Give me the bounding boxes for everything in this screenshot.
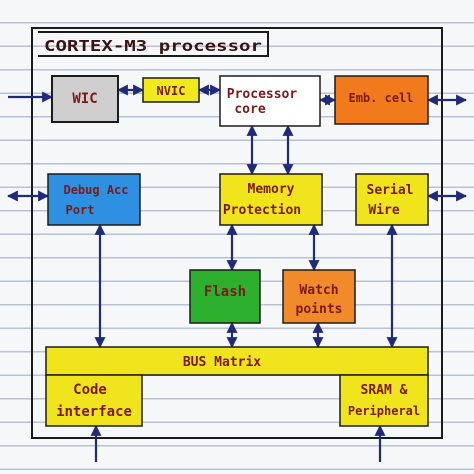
- svg-text:points: points: [296, 302, 343, 317]
- svg-text:Debug Acc: Debug Acc: [63, 183, 128, 197]
- block-bus-matrix: BUS Matrix: [45, 346, 429, 376]
- svg-text:BUS Matrix: BUS Matrix: [183, 355, 261, 370]
- block-serial-wire: Serial Wire: [355, 173, 429, 226]
- svg-text:NVIC: NVIC: [157, 84, 186, 98]
- block-wic: WIC: [51, 75, 119, 123]
- title-box: [38, 31, 269, 57]
- svg-text:Wire: Wire: [368, 203, 399, 218]
- block-processor-core: Processor core: [219, 75, 321, 127]
- block-emb-cell: Emb. cell: [334, 75, 429, 125]
- svg-text:Memory: Memory: [248, 182, 295, 197]
- svg-text:SRAM &: SRAM &: [361, 383, 408, 398]
- block-nvic: NVIC: [142, 77, 200, 103]
- svg-text:Peripheral: Peripheral: [348, 404, 420, 418]
- block-debug-acc-port: Debug Acc Port: [47, 173, 141, 226]
- block-flash: Flash: [189, 269, 261, 324]
- block-sram-peripheral: SRAM & Peripheral: [339, 374, 429, 427]
- svg-text:interface: interface: [56, 404, 132, 420]
- block-memory-protection: Memory Protection: [219, 173, 323, 226]
- svg-text:Processor: Processor: [227, 87, 298, 102]
- processor-boundary: [31, 27, 443, 439]
- connectors: [6, 84, 468, 462]
- block-code-interface: Code interface: [45, 374, 143, 427]
- svg-text:core: core: [234, 102, 265, 117]
- svg-text:Watch: Watch: [299, 283, 338, 298]
- diagram-title: CORTEX-M3 processor: [44, 37, 262, 55]
- svg-text:Protection: Protection: [223, 203, 301, 218]
- svg-text:WIC: WIC: [72, 91, 97, 107]
- svg-text:Flash: Flash: [204, 284, 246, 300]
- svg-text:Emb. cell: Emb. cell: [348, 91, 413, 105]
- svg-text:Port: Port: [66, 203, 95, 217]
- svg-text:Serial: Serial: [367, 183, 414, 198]
- block-watch-points: Watch points: [282, 269, 356, 324]
- svg-text:Code: Code: [73, 382, 107, 398]
